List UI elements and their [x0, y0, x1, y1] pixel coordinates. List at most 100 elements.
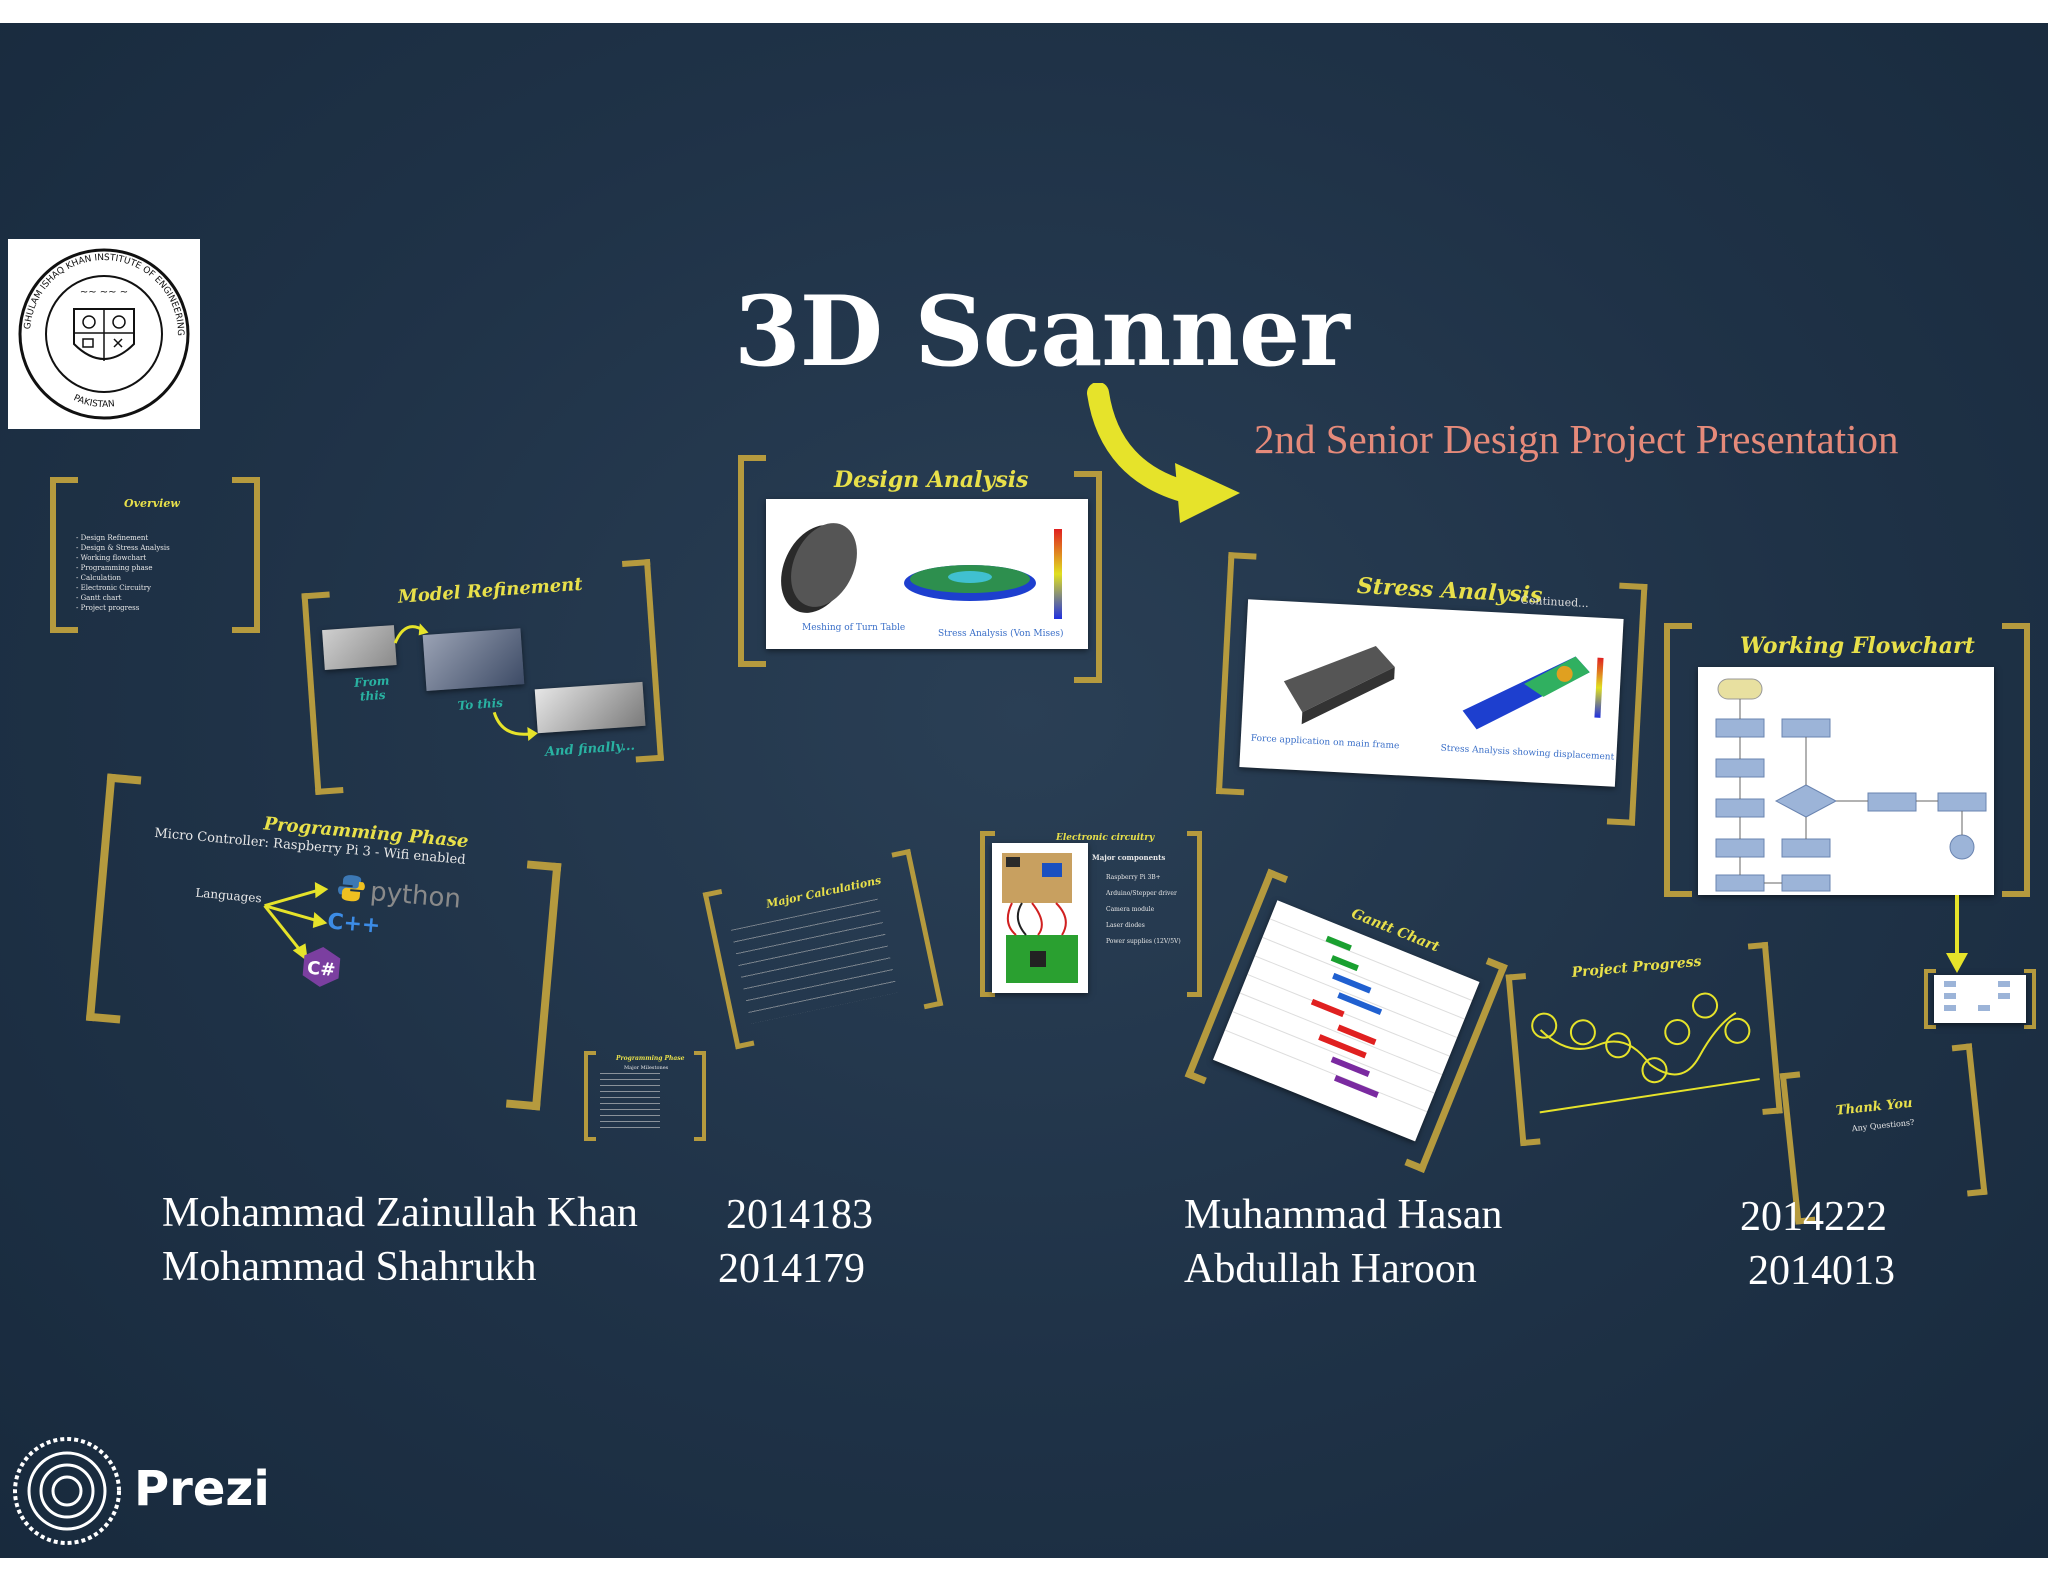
bracket-right: [694, 1051, 706, 1141]
bracket-right: [1951, 1043, 1988, 1197]
overview-item: - Design Refinement: [76, 534, 149, 542]
frame-title: Thank You: [1835, 1095, 1914, 1119]
frame-flowchart-small[interactable]: [1924, 969, 2036, 1033]
member-name: Mohammad Shahrukh: [162, 1244, 537, 1290]
component-item: Power supplies (12V/5V): [1106, 938, 1181, 945]
member-name: Abdullah Haroon: [1184, 1246, 1477, 1292]
python-label: python: [368, 876, 463, 915]
frame-working-flowchart[interactable]: Working Flowchart: [1664, 623, 2030, 899]
arrow-down-icon: [1946, 895, 1968, 973]
member-name: Mohammad Zainullah Khan: [162, 1190, 638, 1236]
flowchart-diagram-icon: [1715, 678, 1987, 892]
frame-title: Model Refinement: [397, 573, 584, 608]
frame-project-progress[interactable]: Project Progress: [1505, 941, 1784, 1147]
page-title: 3D Scanner: [734, 275, 1350, 388]
component-item: Raspberry Pi 3B+: [1106, 874, 1161, 881]
component-item: Arduino/Stepper driver: [1106, 890, 1177, 897]
frame-design-analysis[interactable]: Design Analysis Meshing of Turn Table St…: [738, 455, 1102, 683]
prezi-logo-icon[interactable]: [12, 1436, 122, 1546]
stress-analysis-image: Force application on main frame Stress A…: [1239, 599, 1624, 787]
curved-arrow-icon: [1087, 383, 1240, 523]
frame-overview[interactable]: Overview - Design Refinement - Design & …: [50, 477, 260, 657]
bracket-left: [301, 591, 344, 795]
member-id: 2014222: [1740, 1194, 1887, 1240]
label-from: From this: [353, 673, 390, 704]
frame-stress-icon: [1283, 646, 1604, 730]
bracket-left: [1924, 969, 1936, 1029]
turntable-mesh-icon: [781, 523, 1062, 619]
overview-item: - Working flowchart: [76, 554, 147, 562]
component-item: Laser diodes: [1106, 922, 1145, 929]
frame-title: Overview: [124, 497, 180, 510]
frame-title: Working Flowchart: [1740, 633, 1975, 659]
arrows-icon: [263, 881, 329, 962]
member-id: 2014013: [1748, 1248, 1895, 1294]
calculation-lines: [730, 898, 898, 1024]
member-name: Muhammad Hasan: [1184, 1192, 1503, 1238]
bracket-left: [1664, 623, 1692, 897]
frame-electronic-circuitry[interactable]: Electronic circuitry Major components Ra…: [980, 831, 1202, 999]
python-logo-icon: [335, 872, 368, 905]
frame-major-calculations[interactable]: Major Calculations: [702, 848, 946, 1059]
frame-subtitle: Major Milestones: [624, 1065, 669, 1071]
member-id: 2014179: [718, 1246, 865, 1292]
bracket-left: [50, 477, 78, 633]
bracket-right: [621, 559, 664, 763]
member-id: 2014183: [726, 1192, 873, 1238]
component-item: Camera module: [1106, 906, 1155, 913]
bracket-right: [2024, 969, 2036, 1029]
frame-programming-phase[interactable]: Programming Phase Micro Controller: Rasp…: [82, 773, 566, 1111]
svg-text:C#: C#: [306, 958, 336, 981]
bracket-right: [2002, 623, 2030, 897]
model-image-after: [422, 628, 525, 691]
frame-title: Electronic circuitry: [1056, 833, 1155, 843]
presentation-canvas[interactable]: ~~ ~~ ~ GHULAM ISHAQ KHAN INSTITUTE OF E…: [0, 23, 2048, 1558]
flowchart-image: [1698, 667, 1994, 895]
bracket-right: [232, 477, 260, 633]
label-finally: And finally...: [544, 738, 636, 760]
logo-seal-icon: ~~ ~~ ~ GHULAM ISHAQ KHAN INSTITUTE OF E…: [18, 248, 190, 420]
overview-item: - Gantt chart: [76, 594, 122, 602]
frame-title: Design Analysis: [834, 467, 1029, 493]
design-analysis-image: Meshing of Turn Table Stress Analysis (V…: [766, 499, 1088, 649]
bracket-right: [1187, 831, 1202, 997]
frame-model-refinement[interactable]: Model Refinement From this To this And f…: [301, 559, 665, 803]
frame-stress-analysis[interactable]: Stress Analysis Continued... Force appli…: [1215, 552, 1648, 826]
languages-label: Languages: [194, 885, 263, 906]
svg-text:~~ ~~ ~: ~~ ~~ ~: [80, 287, 128, 298]
components-title: Major components: [1092, 853, 1166, 862]
bracket-left: [85, 773, 142, 1024]
svg-text:PAKISTAN: PAKISTAN: [72, 393, 115, 410]
model-image-final: [534, 681, 646, 734]
overview-item: - Programming phase: [76, 564, 153, 572]
overview-item: - Design & Stress Analysis: [76, 544, 170, 552]
frame-programming-small[interactable]: Programming Phase Major Milestones: [584, 1051, 706, 1145]
overview-item: - Project progress: [76, 604, 140, 612]
arrow-icon: [492, 711, 538, 741]
cpp-label: C++: [326, 909, 382, 939]
caption: Meshing of Turn Table: [802, 623, 906, 633]
bracket-right: [891, 848, 944, 1010]
bracket-right: [1074, 471, 1102, 683]
progress-path-icon: [1531, 992, 1760, 1114]
caption: Stress Analysis (Von Mises): [938, 629, 1064, 639]
frame-title: Stress Analysis: [1356, 572, 1544, 609]
frame-subtitle: Any Questions?: [1851, 1117, 1915, 1134]
circuit-board-icon: [1002, 853, 1078, 983]
milestone-lines: [600, 1073, 660, 1133]
csharp-logo-icon: C#: [300, 943, 344, 990]
frame-thank-you[interactable]: Thank You Any Questions?: [1779, 1043, 1988, 1225]
arrow-icon: [393, 623, 429, 644]
page-subtitle: 2nd Senior Design Project Presentation: [1254, 416, 1899, 462]
overview-item: - Calculation: [76, 574, 121, 582]
prezi-label[interactable]: Prezi: [134, 1461, 270, 1517]
gantt-image: [1212, 900, 1480, 1142]
institute-logo: ~~ ~~ ~ GHULAM ISHAQ KHAN INSTITUTE OF E…: [8, 239, 200, 429]
bracket-left: [980, 831, 995, 997]
gantt-bars-icon: [1224, 918, 1473, 1113]
frame-gantt-chart[interactable]: Gantt Chart: [1184, 868, 1508, 1174]
overview-item: - Electronic Circuitry: [76, 584, 151, 592]
bracket-left: [738, 455, 766, 667]
frame-title: Programming Phase: [616, 1055, 685, 1062]
circuit-image: [992, 843, 1088, 993]
